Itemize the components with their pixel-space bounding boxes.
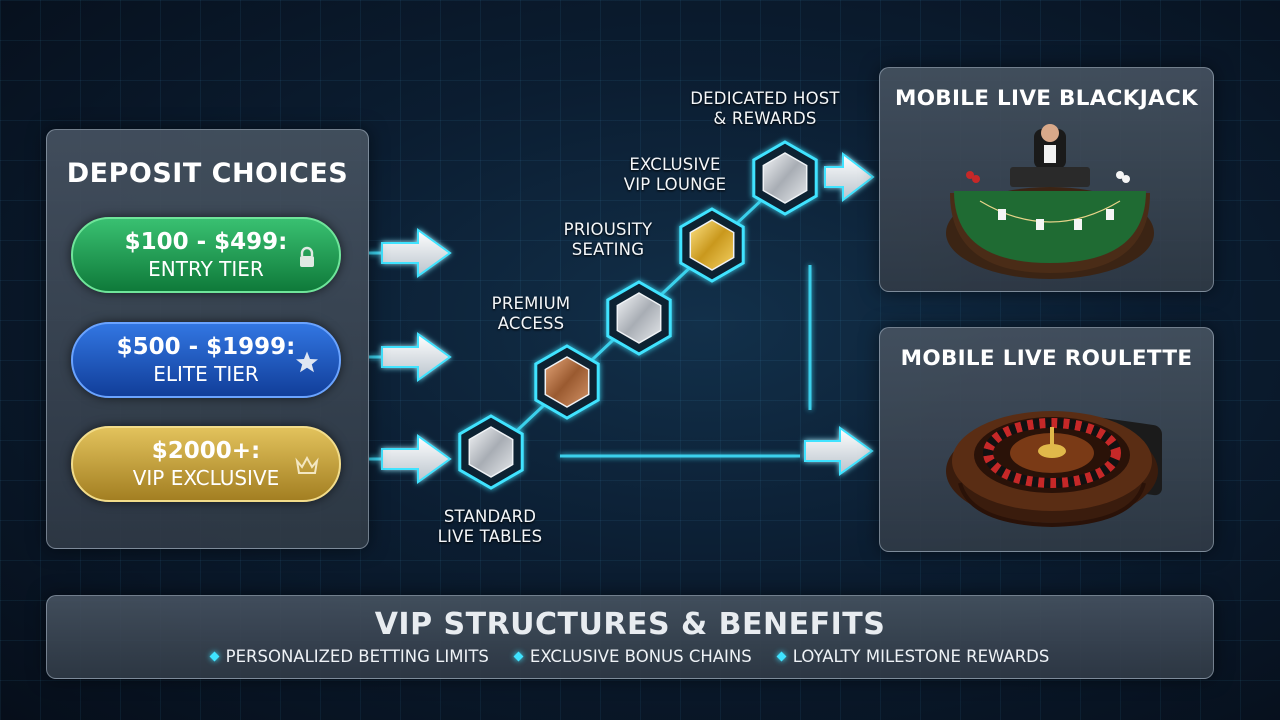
arrow-right-icon (381, 228, 452, 278)
step-dedicated-host-rewards: DEDICATED HOST & REWARDS (690, 89, 840, 128)
vip-structures-title: VIP STRUCTURES & BENEFITS (374, 607, 886, 642)
arrow-right-icon (381, 434, 452, 484)
benefit-item: EXCLUSIVE BONUS CHAINS (513, 647, 752, 666)
hex-priority-node (606, 280, 672, 356)
blackjack-table-icon (946, 124, 1154, 279)
vip-exclusive-amount: $2000+: (151, 438, 261, 464)
vip-structures-panel: VIP STRUCTURES & BENEFITS PERSONALIZED B… (46, 595, 1214, 679)
arrow-right-icon (381, 332, 452, 382)
deposit-choices-title: DEPOSIT CHOICES (66, 158, 349, 189)
elite-tier-amount: $500 - $1999: (116, 334, 296, 360)
star-icon (296, 351, 318, 373)
step-premium-access: PREMIUM ACCESS (491, 294, 571, 333)
benefit-item: PERSONALIZED BETTING LIMITS (209, 647, 489, 666)
blackjack-title: MOBILE LIVE BLACKJACK (895, 86, 1198, 111)
hex-standard-node (458, 414, 524, 490)
vip-exclusive-button[interactable]: $2000+: VIP EXCLUSIVE (71, 426, 341, 502)
step-priority-seating: PRIOUSITY SEATING (563, 220, 653, 259)
entry-tier-label: ENTRY TIER (148, 257, 264, 281)
benefits-list: PERSONALIZED BETTING LIMITS EXCLUSIVE BO… (47, 647, 1213, 666)
mobile-live-roulette-card[interactable]: MOBILE LIVE ROULETTE (879, 327, 1214, 552)
diamond-bullet-icon (513, 651, 524, 662)
elite-tier-button[interactable]: $500 - $1999: ELITE TIER (71, 322, 341, 398)
hex-premium-node (534, 344, 600, 420)
roulette-wheel-icon (946, 411, 1162, 528)
benefit-item: LOYALTY MILESTONE REWARDS (776, 647, 1049, 666)
lock-icon (300, 246, 314, 267)
roulette-title: MOBILE LIVE ROULETTE (900, 346, 1193, 371)
mobile-live-blackjack-card[interactable]: MOBILE LIVE BLACKJACK (879, 67, 1214, 292)
hex-lounge-node (679, 207, 745, 283)
entry-tier-button[interactable]: $100 - $499: ENTRY TIER (71, 217, 341, 293)
arrow-right-icon (804, 426, 874, 476)
elite-tier-label: ELITE TIER (153, 362, 259, 386)
entry-tier-amount: $100 - $499: (124, 229, 288, 255)
step-standard-live-tables: STANDARD LIVE TABLES (437, 507, 543, 546)
diamond-bullet-icon (209, 651, 220, 662)
vip-exclusive-label: VIP EXCLUSIVE (132, 466, 280, 490)
diamond-bullet-icon (776, 651, 787, 662)
crown-icon (295, 455, 319, 474)
hex-host-node (752, 140, 818, 216)
deposit-choices-panel: DEPOSIT CHOICES $100 - $499: ENTRY TIER … (46, 129, 369, 549)
arrow-right-icon (824, 151, 875, 203)
step-exclusive-vip-lounge: EXCLUSIVE VIP LOUNGE (623, 155, 727, 194)
